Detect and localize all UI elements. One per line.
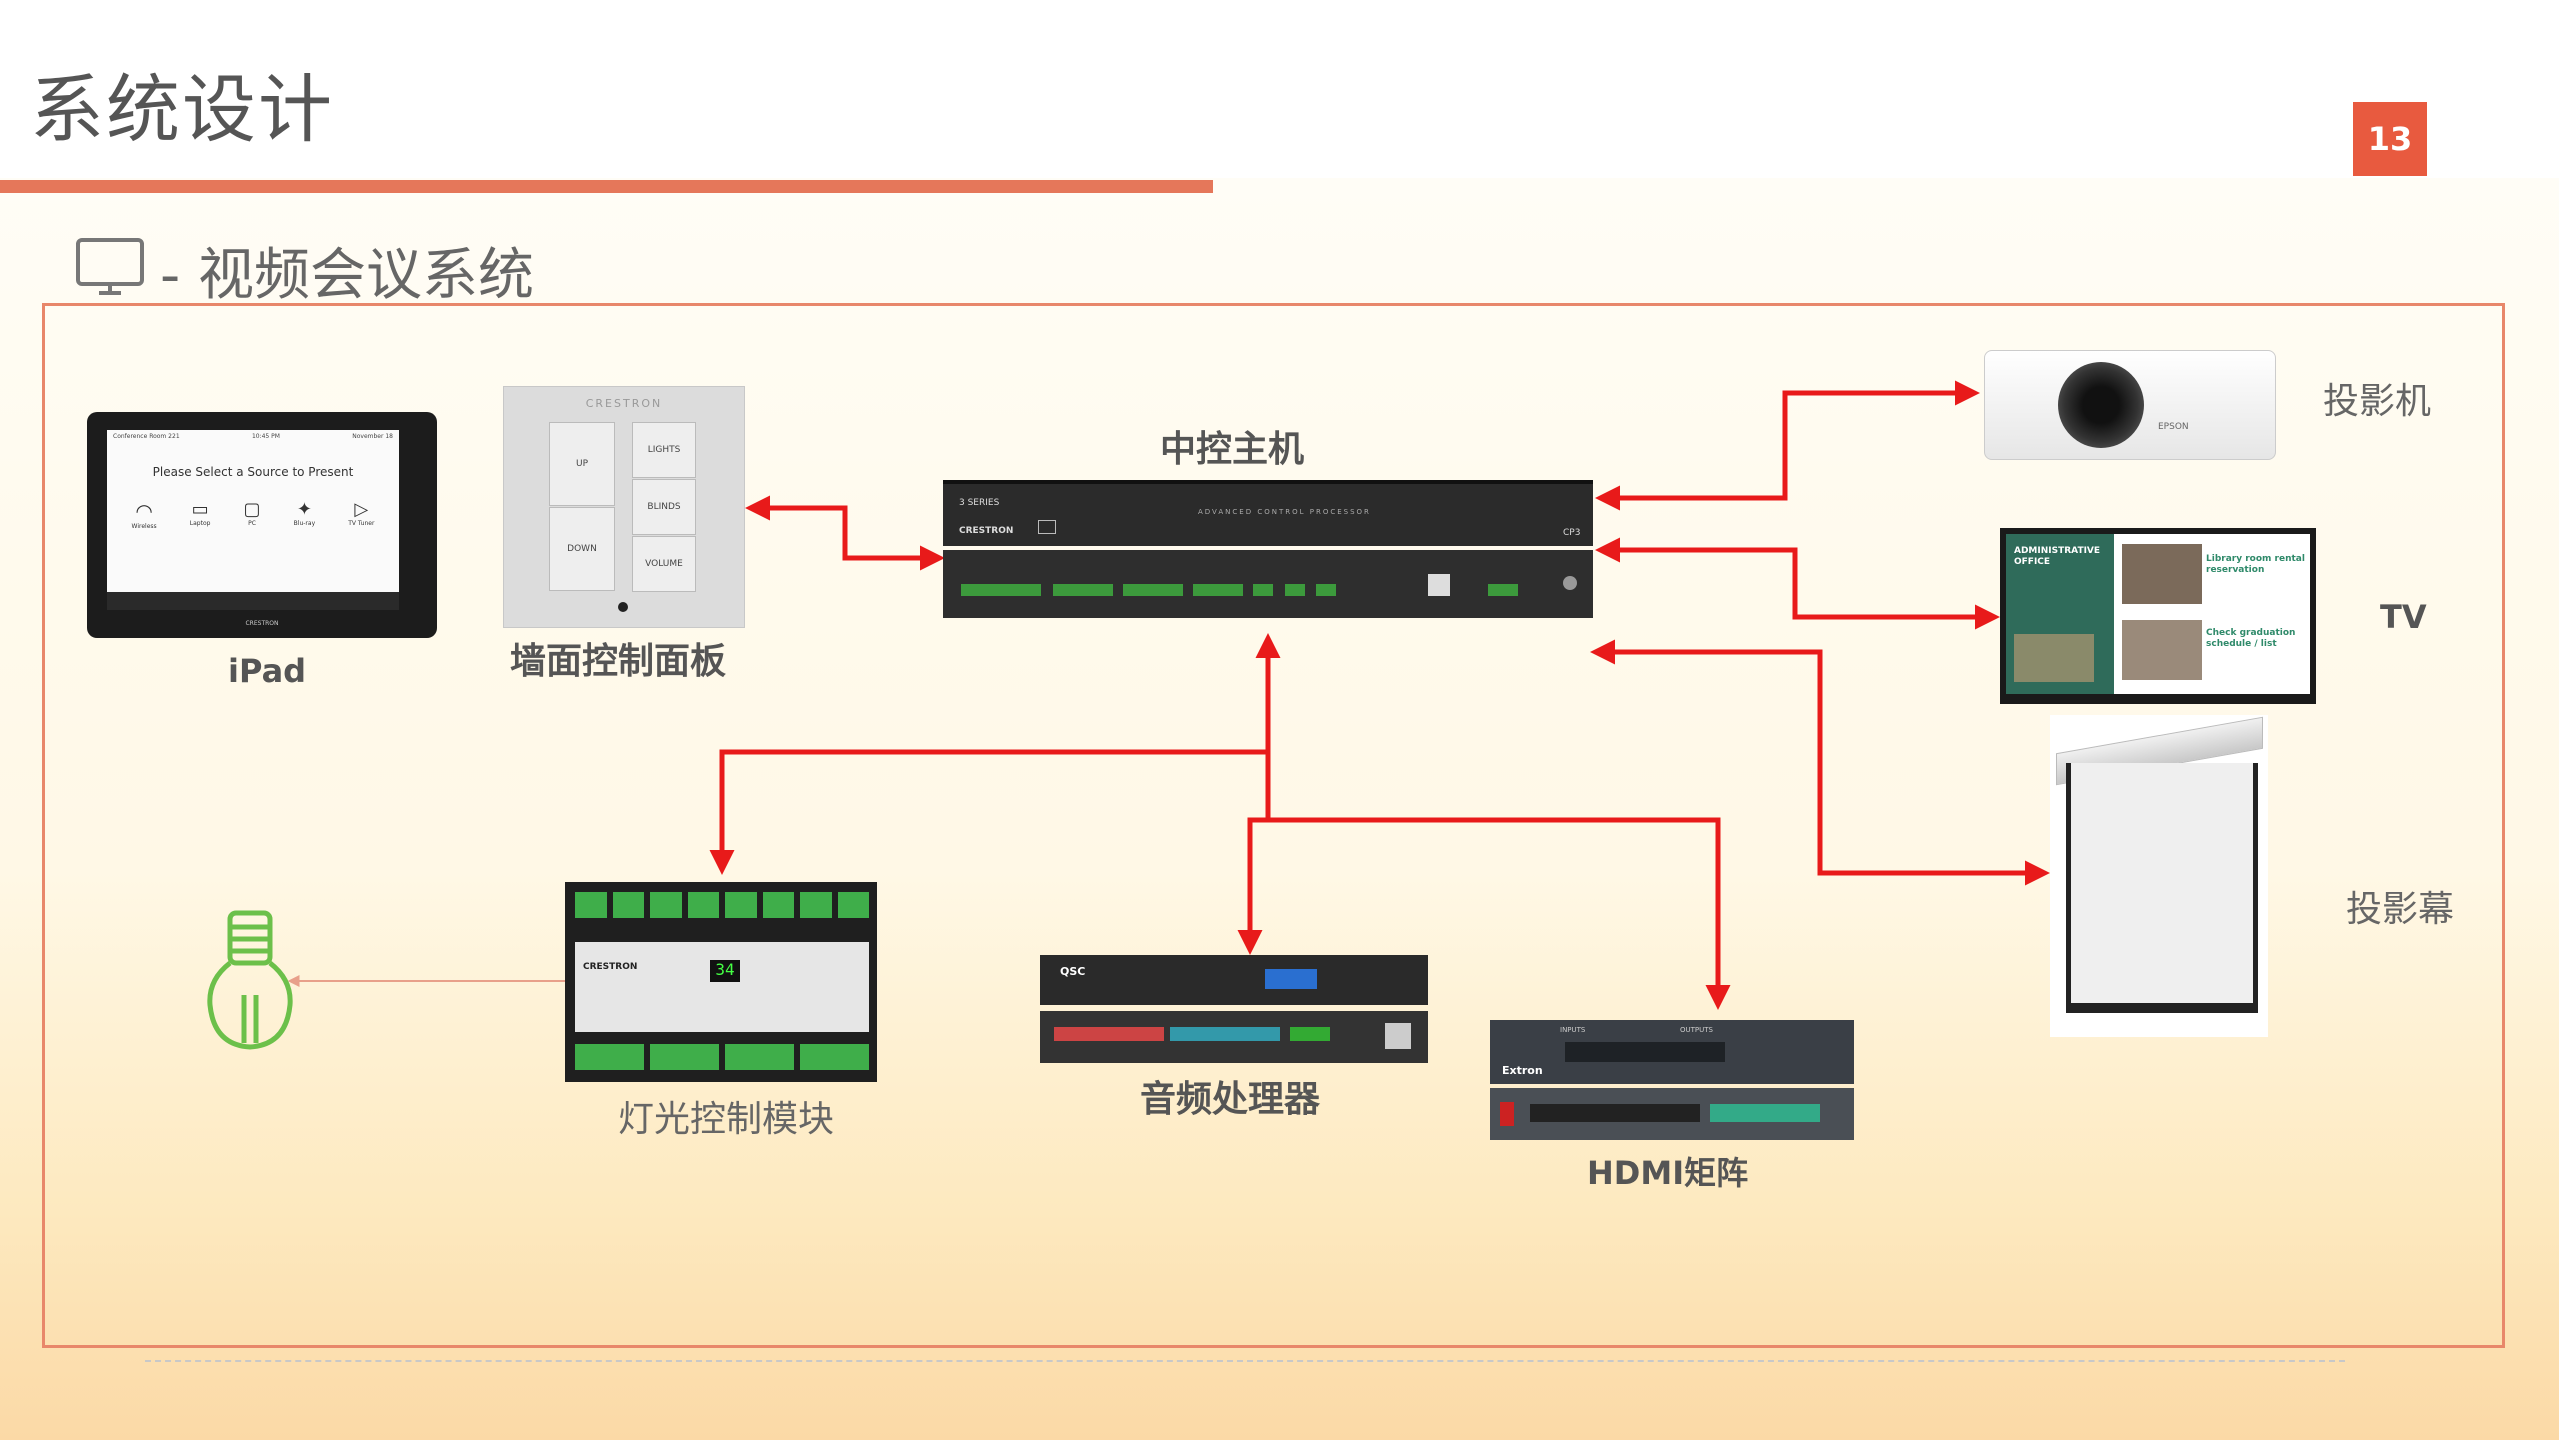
page-title: 系统设计: [30, 67, 334, 153]
controller-series: 3 SERIES: [959, 498, 1000, 508]
tv-headline: ADMINISTRATIVE OFFICE: [2014, 546, 2101, 567]
header-area: [0, 0, 2559, 178]
pc-icon: ▢: [243, 499, 261, 520]
panel-volume-button[interactable]: VOLUME: [632, 536, 696, 592]
hdmi-brand: Extron: [1502, 1064, 1543, 1077]
ipad-header-left: Conference Room 221: [113, 433, 180, 440]
hdmi-matrix-device: Extron INPUTS OUTPUTS: [1490, 1020, 1854, 1140]
source-bluray[interactable]: ✦ Blu-ray: [293, 499, 316, 527]
tv-device: ADMINISTRATIVE OFFICE Library room renta…: [2000, 528, 2316, 704]
hdmi-section-outputs: OUTPUTS: [1680, 1026, 1713, 1034]
ipad-header-right: November 18: [352, 433, 393, 440]
tv-tuner-icon: ▷: [354, 499, 369, 520]
ipad-brand: CRESTRON: [245, 620, 279, 627]
laptop-icon: ▭: [191, 499, 209, 520]
audio-processor-device: QSC: [1040, 955, 1428, 1063]
wifi-icon: ◠: [135, 499, 153, 523]
hdmi-matrix-label: HDMI矩阵: [1587, 1154, 1749, 1192]
light-bulb-icon: [207, 910, 293, 1050]
controller-device: 3 SERIES ADVANCED CONTROL PROCESSOR CRES…: [943, 480, 1593, 618]
wall-panel-brand: CRESTRON: [585, 397, 663, 410]
projector-label: 投影机: [2323, 381, 2432, 422]
panel-blinds-button[interactable]: BLINDS: [632, 479, 696, 535]
light-module-label: 灯光控制模块: [618, 1099, 835, 1140]
bluray-icon: ✦: [296, 499, 312, 520]
controller-brand: CRESTRON: [959, 526, 1014, 536]
wire-controller-hdmi: [1268, 817, 1731, 1010]
ipad-screen-title: Please Select a Source to Present: [152, 465, 354, 479]
wire-controller-tv: [1595, 537, 2000, 630]
tv-item1: Library room rental reservation: [2206, 554, 2305, 575]
projector-brand: EPSON: [2158, 422, 2189, 432]
wire-wallpanel-controller: [745, 495, 945, 571]
audio-brand: QSC: [1060, 965, 1086, 978]
footer-divider: [145, 1360, 2345, 1362]
ipad-header-mid: 10:45 PM: [251, 433, 280, 440]
ipad-device: Conference Room 221 10:45 PM November 18…: [87, 412, 437, 638]
wire-controller-light: [709, 749, 1268, 875]
panel-lights-button[interactable]: LIGHTS: [632, 422, 696, 478]
panel-up-button[interactable]: UP: [549, 422, 615, 506]
hdmi-section-inputs: INPUTS: [1560, 1026, 1586, 1034]
source-laptop[interactable]: ▭ Laptop: [189, 499, 211, 527]
tv-item2: Check graduation schedule / list: [2206, 628, 2296, 649]
projection-screen-label: 投影幕: [2346, 889, 2455, 930]
light-module-display: 34: [710, 960, 740, 982]
wire-controller-screen: [1590, 639, 2050, 886]
source-wireless[interactable]: ◠ Wireless: [131, 499, 157, 530]
ipad-label: iPad: [228, 652, 307, 690]
section-subtitle: - 视频会议系统: [160, 243, 535, 308]
page-number-badge: 13: [2353, 102, 2427, 176]
light-module-brand: CRESTRON: [583, 962, 638, 972]
light-module-device: CRESTRON 34: [565, 882, 877, 1082]
source-pc[interactable]: ▢ PC: [243, 499, 261, 527]
diagram-frame: [42, 303, 2505, 1348]
projector-device: EPSON: [1978, 322, 2278, 468]
projection-screen-device: [2050, 715, 2268, 1037]
wall-panel-label: 墙面控制面板: [510, 641, 727, 682]
title-underline: [0, 180, 1213, 193]
wire-controller-audio: [1237, 817, 1268, 955]
controller-subtitle: ADVANCED CONTROL PROCESSOR: [1198, 508, 1371, 516]
wall-panel-device: CRESTRON UP DOWN LIGHTS BLINDS VOLUME: [503, 386, 745, 628]
source-tv-tuner[interactable]: ▷ TV Tuner: [348, 499, 375, 527]
panel-down-button[interactable]: DOWN: [549, 507, 615, 591]
controller-model: CP3: [1563, 528, 1581, 538]
monitor-icon: [76, 238, 144, 295]
wire-controller-projector: [1595, 380, 1980, 511]
tv-label: TV: [2380, 598, 2427, 636]
controller-label: 中控主机: [1160, 429, 1305, 470]
audio-processor-label: 音频处理器: [1140, 1079, 1321, 1120]
